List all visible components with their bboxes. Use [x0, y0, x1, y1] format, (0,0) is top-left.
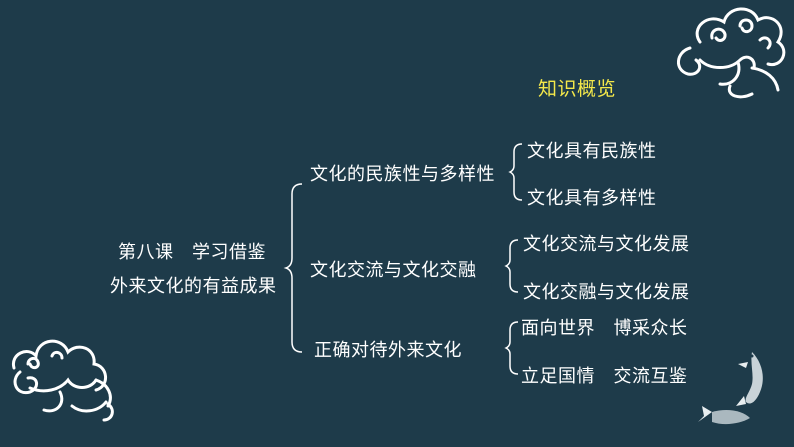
- leaf-3-2: 立足国情 交流互鉴: [521, 366, 688, 387]
- cloud-swirl-top-right-icon: [677, 7, 786, 99]
- leaf-2-1: 文化交流与文化发展: [523, 234, 690, 255]
- brace-branch-1: [508, 143, 523, 201]
- leaf-1-2: 文化具有多样性: [527, 188, 657, 209]
- brace-branch-3: [504, 321, 519, 375]
- branch-1-label: 文化的民族性与多样性: [310, 164, 495, 185]
- leaf-1-1: 文化具有民族性: [527, 141, 657, 162]
- leaf-2-2: 文化交融与文化发展: [523, 282, 690, 303]
- brace-branch-2: [504, 239, 519, 293]
- leaf-3-1: 面向世界 博采众长: [521, 318, 688, 339]
- root-node-line1: 第八课 学习借鉴: [118, 242, 266, 263]
- root-node-line2: 外来文化的有益成果: [110, 276, 277, 297]
- branch-3-label: 正确对待外来文化: [314, 340, 462, 361]
- main-brace: [283, 183, 303, 353]
- branch-2-label: 文化交流与文化交融: [310, 260, 477, 281]
- koi-fish-icon: [698, 352, 763, 425]
- cloud-swirl-bottom-left-icon: [11, 339, 114, 422]
- slide-title: 知识概览: [538, 78, 617, 100]
